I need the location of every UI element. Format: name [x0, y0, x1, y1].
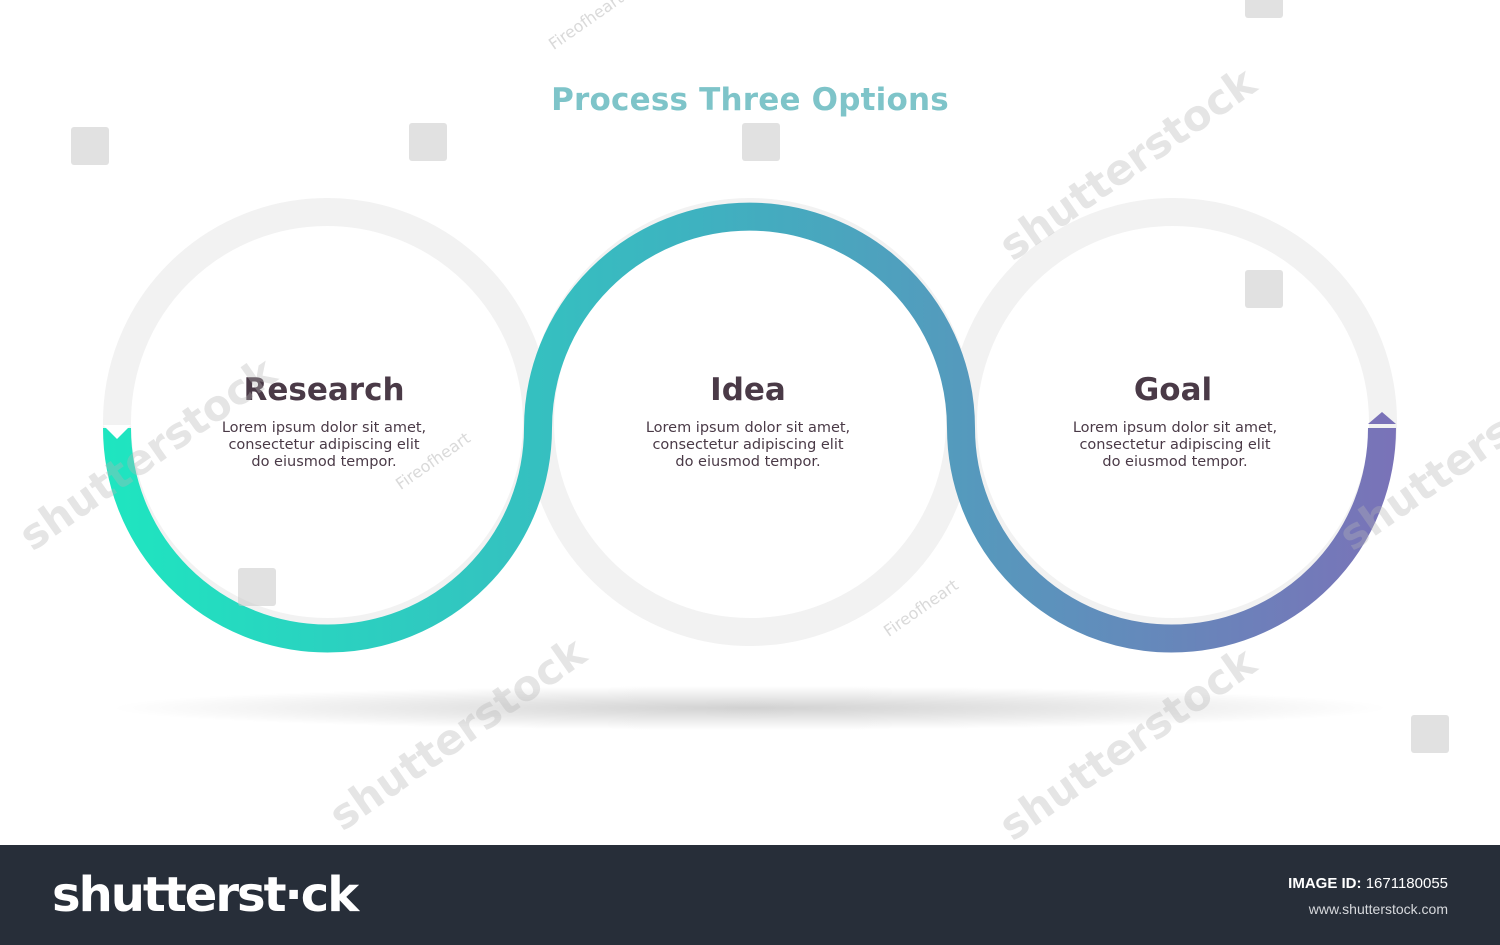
desc-line: consectetur adipiscing elit [228, 437, 420, 453]
step-title-idea: Idea [710, 372, 786, 408]
start-notch [103, 425, 131, 439]
watermark-logo [238, 568, 276, 606]
image-id: IMAGE ID: 1671180055 [1288, 875, 1448, 892]
shutterstock-logo: shutterst·ck [52, 867, 359, 923]
watermark-logo [409, 123, 447, 161]
step-desc-idea: Lorem ipsum dolor sit amet, consectetur … [598, 420, 898, 471]
desc-line: Lorem ipsum dolor sit amet, [1072, 420, 1278, 436]
end-arrow-tip [1368, 412, 1396, 424]
desc-line: do eiusmod tempor. [1102, 454, 1248, 470]
step-title-research: Research [243, 372, 405, 408]
watermark-logo [1245, 270, 1283, 308]
watermark-logo [71, 127, 109, 165]
image-id-value: 1671180055 [1365, 875, 1448, 892]
process-diagram [103, 198, 1397, 730]
desc-line: do eiusmod tempor. [251, 454, 397, 470]
watermark-logo [1411, 715, 1449, 753]
desc-line: Lorem ipsum dolor sit amet, [221, 420, 427, 436]
image-id-label: IMAGE ID: [1288, 875, 1362, 892]
diagram-title: Process Three Options [551, 82, 949, 118]
step-desc-research: Lorem ipsum dolor sit amet, consectetur … [174, 420, 474, 471]
desc-line: Lorem ipsum dolor sit amet, [645, 420, 851, 436]
step-desc-goal: Lorem ipsum dolor sit amet, consectetur … [1025, 420, 1325, 471]
footer-bar: shutterst·ck IMAGE ID: 1671180055 www.sh… [0, 845, 1500, 945]
watermark-logo [1245, 0, 1283, 18]
floor-shadow [110, 686, 1390, 730]
step-title-goal: Goal [1133, 372, 1213, 408]
desc-line: do eiusmod tempor. [675, 454, 821, 470]
process-flow-line [103, 202, 1396, 653]
infographic-canvas: Process Three Options Research Lorem ips… [10, 0, 1500, 845]
desc-line: consectetur adipiscing elit [1079, 437, 1271, 453]
watermark-logo [742, 123, 780, 161]
website-link[interactable]: www.shutterstock.com [1308, 901, 1448, 917]
desc-line: consectetur adipiscing elit [652, 437, 844, 453]
